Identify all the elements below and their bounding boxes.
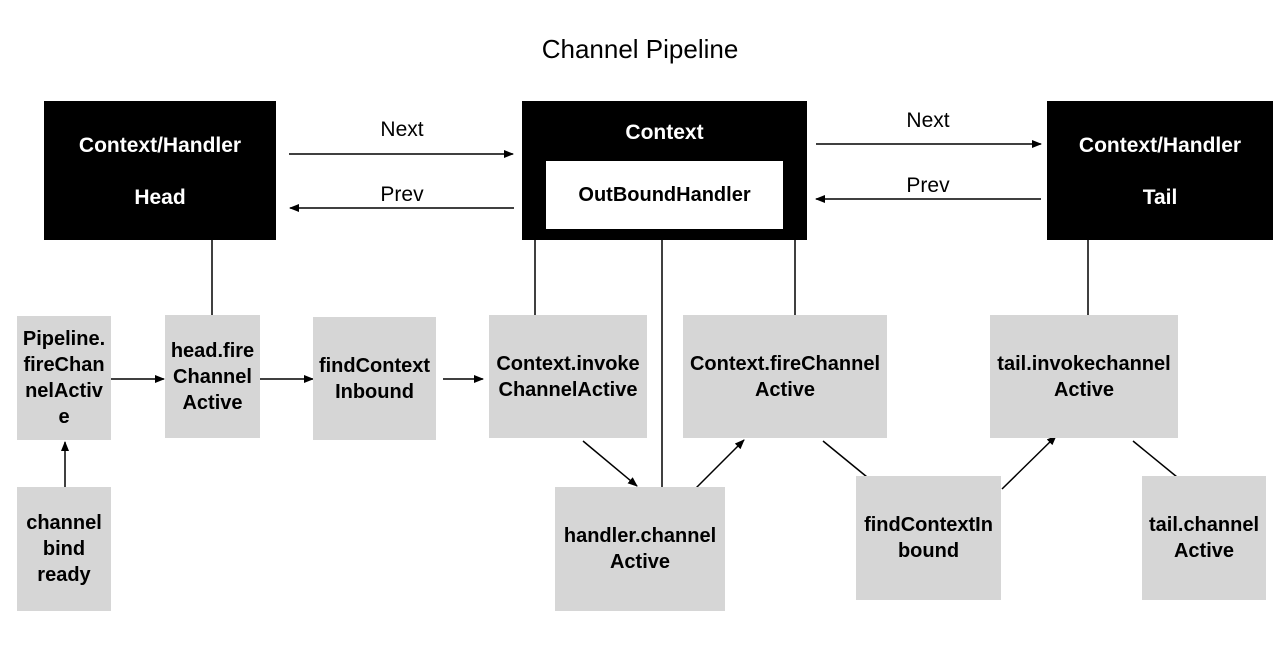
step-find-context-inbound-1: findContext Inbound [313, 317, 436, 440]
step-head-fire-channel-active: head.fire Channel Active [165, 315, 260, 438]
tail-context-name: Tail [1142, 186, 1178, 209]
arrow-find-to-tail-invoke [1001, 435, 1057, 490]
step-label: tail.invokechannel Active [997, 352, 1171, 401]
arrow-invoke-to-handler [582, 440, 638, 487]
step-tail-channel-active: tail.channel Active [1142, 476, 1266, 600]
step-context-fire-channel-active: Context.fireChannel Active [683, 315, 887, 438]
outbound-handler-box: OutBoundHandler [546, 161, 783, 229]
step-tail-invoke-channel-active: tail.invokechannel Active [990, 315, 1178, 438]
step-label: findContext Inbound [318, 354, 431, 403]
head-context-title: Context/Handler [78, 134, 242, 157]
step-label: findContextIn bound [864, 514, 993, 562]
step-label: head.fire Channel Active [170, 339, 255, 414]
middle-context-title: Context [625, 121, 704, 144]
head-context-name: Head [134, 186, 186, 209]
step-label: handler.channel Active [563, 525, 717, 573]
head-context-block: Context/Handler Head [44, 101, 276, 240]
prev-label-right: Prev [906, 174, 950, 197]
middle-context-block: Context OutBoundHandler [522, 101, 807, 240]
step-label: channel bind ready [26, 512, 102, 586]
step-label: tail.channel Active [1148, 514, 1260, 562]
step-context-invoke-channel-active: Context.invoke ChannelActive [489, 315, 647, 438]
diagram-title: Channel Pipeline [541, 34, 739, 64]
arrow-handler-to-fire [691, 439, 745, 493]
tail-context-title: Context/Handler [1078, 134, 1242, 157]
step-label: Pipeline. fireChan nelActiv e [22, 328, 106, 428]
step-handler-channel-active: handler.channel Active [555, 487, 725, 611]
tail-context-block: Context/Handler Tail [1047, 101, 1273, 240]
step-label: Context.fireChannel Active [689, 352, 881, 401]
next-label-left: Next [380, 118, 424, 141]
next-label-right: Next [906, 109, 950, 132]
step-pipeline-fire-channel-active: Pipeline. fireChan nelActiv e [17, 316, 111, 440]
step-label: Context.invoke ChannelActive [496, 352, 640, 401]
step-channel-bind-ready: channel bind ready [17, 487, 111, 611]
step-find-context-inbound-2: findContextIn bound [856, 476, 1001, 600]
prev-label-left: Prev [380, 183, 424, 206]
